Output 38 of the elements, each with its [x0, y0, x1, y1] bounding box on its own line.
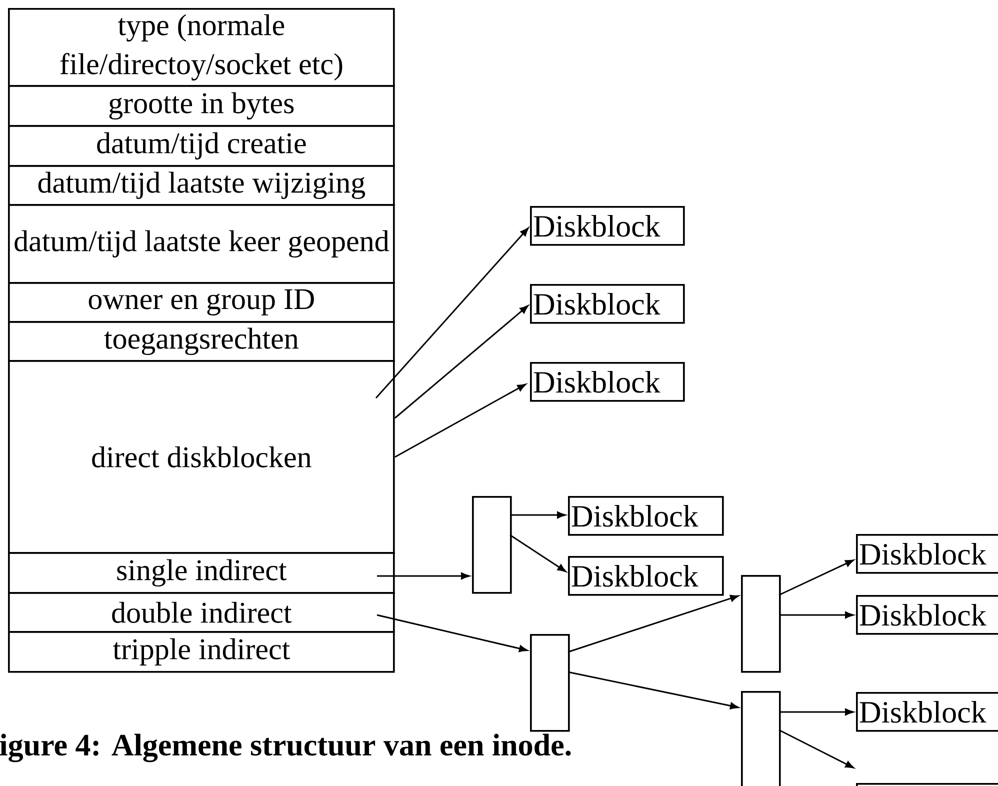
diskblock-box: Diskblock: [530, 362, 685, 402]
pointer-block: [530, 634, 570, 732]
pointer-block: [741, 575, 781, 673]
field-row: grootte in bytes: [8, 85, 395, 127]
field-row: owner en group ID: [8, 282, 395, 323]
diskblock-box: Diskblock: [856, 534, 998, 574]
arrow: [510, 534, 566, 572]
field-row: direct diskblocken: [8, 360, 395, 554]
pointer-block: [741, 691, 781, 786]
diskblock-box: Diskblock: [530, 284, 685, 324]
arrow: [394, 384, 526, 458]
arrow: [778, 729, 854, 768]
arrow: [394, 305, 528, 419]
diskblock-box: Diskblock: [568, 556, 724, 596]
arrow: [779, 708, 854, 716]
field-row: type (normale file/directoy/socket etc): [8, 8, 395, 87]
diskblock-box: Diskblock: [530, 206, 685, 246]
field-row: datum/tijd laatste wijziging: [8, 165, 395, 206]
arrow: [568, 594, 739, 653]
arrow: [510, 512, 566, 518]
arrow: [375, 228, 529, 398]
arrow: [568, 671, 739, 710]
field-row: single indirect: [8, 552, 395, 594]
pointer-block: [856, 783, 998, 786]
caption: igure 4: Algemene structuur van een inode.: [0, 734, 571, 762]
field-row: tripple indirect: [8, 631, 395, 673]
arrow: [377, 572, 470, 580]
field-row: double indirect: [8, 592, 395, 633]
field-row: datum/tijd laatste keer geopend: [8, 204, 395, 284]
field-row: toegangsrechten: [8, 321, 395, 362]
pointer-block: [472, 496, 512, 594]
diskblock-box: Diskblock: [856, 692, 998, 732]
arrow: [779, 612, 854, 618]
arrow: [376, 614, 528, 652]
diskblock-box: Diskblock: [568, 496, 724, 536]
diskblock-box: Diskblock: [856, 595, 998, 635]
field-row: datum/tijd creatie: [8, 125, 395, 167]
arrow: [778, 560, 854, 596]
